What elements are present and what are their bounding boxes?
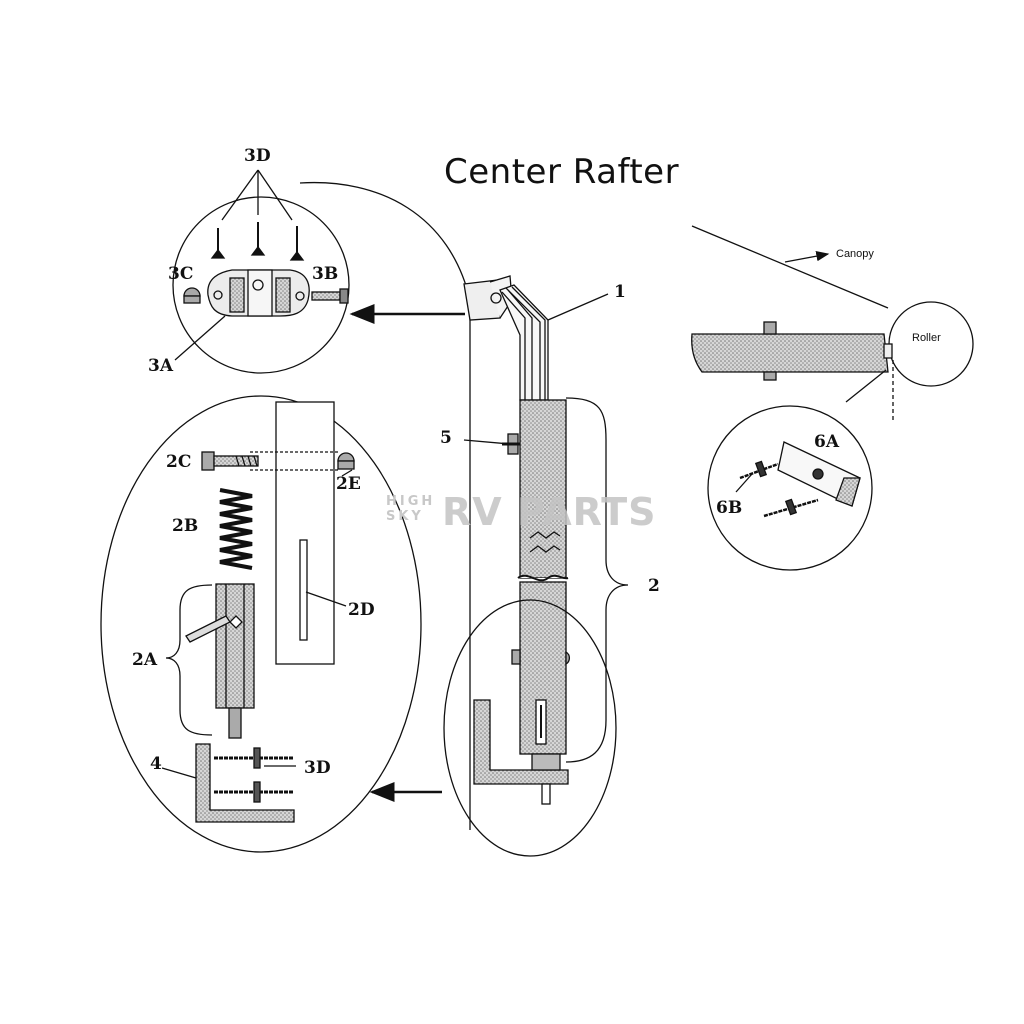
label-3a: 3A [148,356,174,376]
label-6b: 6B [716,498,743,518]
label-roller: Roller [912,332,941,344]
label-canopy: Canopy [836,248,874,260]
diagram-title: Center Rafter [444,152,680,192]
label-2: 2 [648,576,660,596]
label-2d: 2D [348,600,375,620]
label-3c: 3C [168,264,194,284]
label-2e: 2E [336,474,361,494]
detail-oval-left [100,395,422,853]
watermark-line1: HIGH [386,494,436,509]
detail-circle-top [172,169,471,830]
label-2b: 2B [172,516,199,536]
label-5: 5 [440,428,452,448]
label-4: 4 [150,754,162,774]
label-3d-top: 3D [244,146,271,166]
detail-roller-right [691,225,974,571]
watermark-line2: SKY [386,509,424,524]
watermark-brand: RV PARTS [442,490,657,534]
watermark-high-sky: HIGH SKY [386,494,435,524]
label-2a: 2A [132,650,158,670]
label-6a: 6A [814,432,840,452]
label-3b: 3B [312,264,339,284]
label-2c: 2C [166,452,192,472]
label-3d-bottom: 3D [304,758,331,778]
rafter-assembly [369,275,629,857]
label-1: 1 [614,282,626,302]
